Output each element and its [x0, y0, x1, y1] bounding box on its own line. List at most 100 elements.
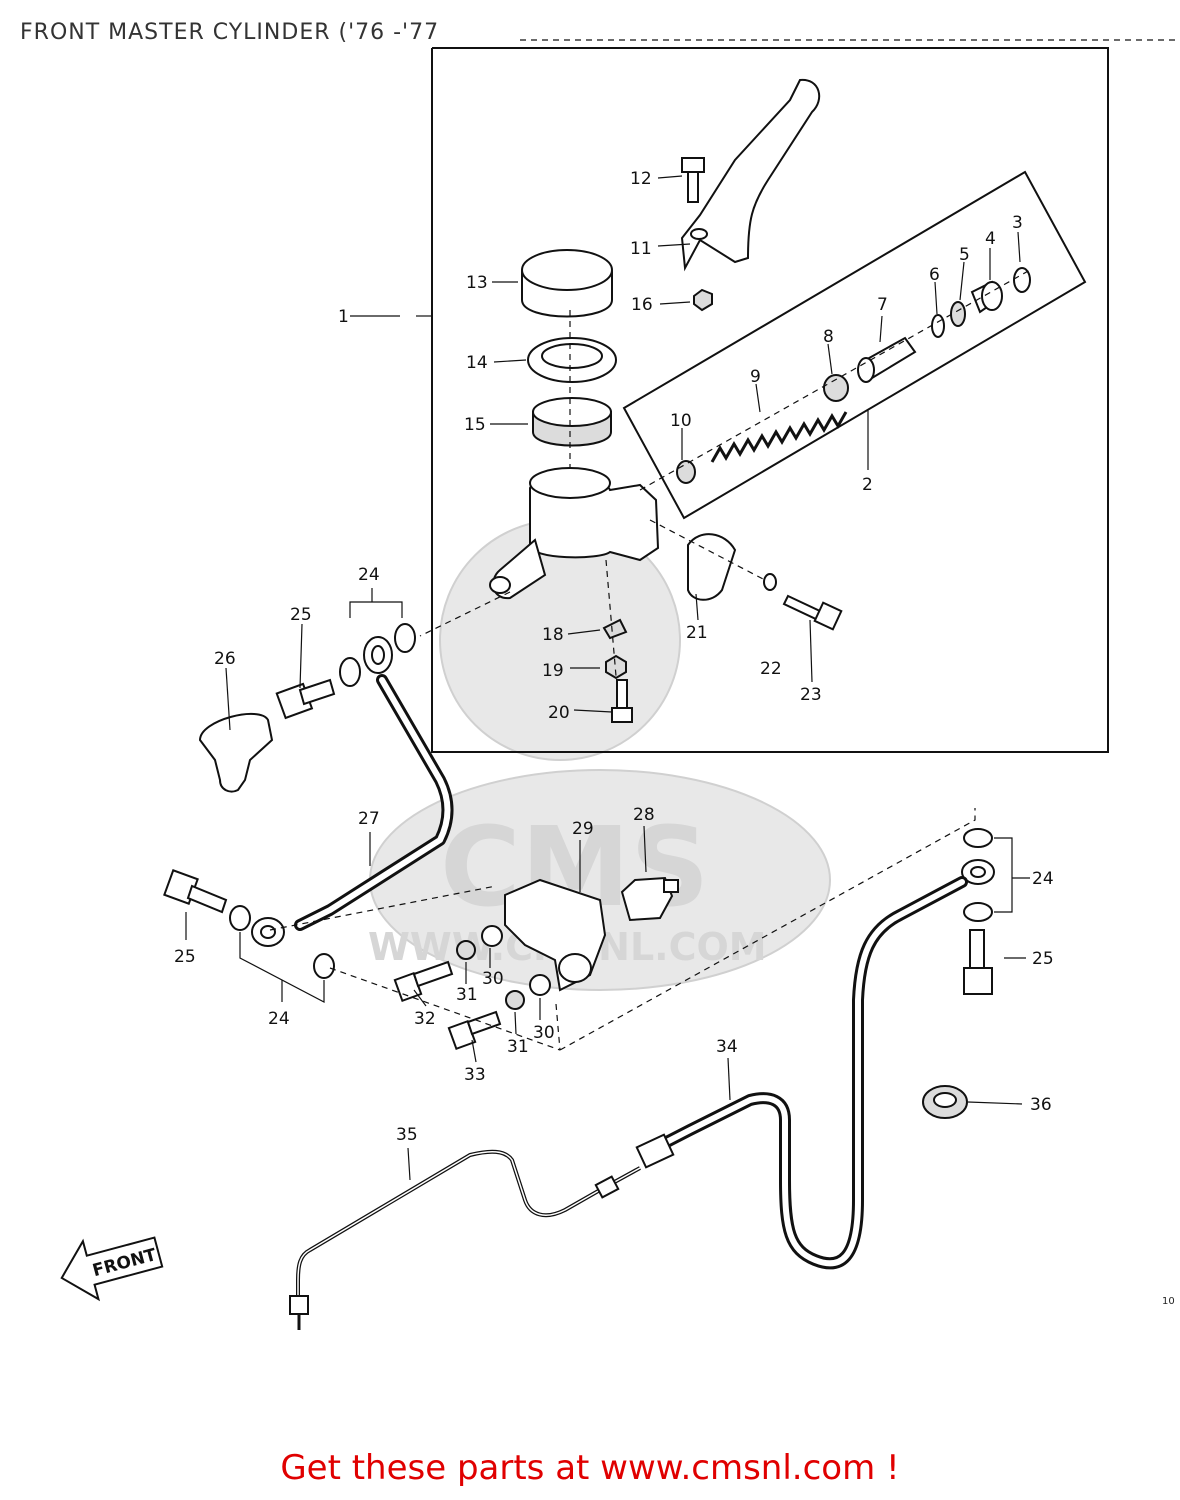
brake-joint-29: [504, 878, 607, 992]
banjo-fitting-upper: [363, 636, 393, 674]
washer-30-a: [481, 925, 503, 947]
pipe-nut-upper: [594, 1175, 620, 1199]
callout-6: 6: [929, 265, 940, 285]
callout-19: 19: [542, 661, 564, 681]
joint-axis-lower: [329, 967, 561, 1051]
brake-pipe-35: [296, 1149, 641, 1305]
callout-36: 36: [1030, 1095, 1052, 1115]
callout-18: 18: [542, 625, 564, 645]
banjo-bolt-25-upper: [275, 678, 336, 720]
parts-diagram: CMS WWW.CMSNL.COM: [60, 39, 1175, 1330]
clamp-washer: [763, 573, 777, 591]
leader-lines: [185, 175, 1030, 1181]
callout-22: 22: [760, 659, 782, 679]
callout-10: 10: [670, 411, 692, 431]
joint-axis-upper: [269, 885, 497, 931]
seal-5: [950, 301, 966, 327]
banjo-axis-upper: [419, 591, 511, 637]
callout-11: 11: [630, 239, 652, 259]
callout-13: 13: [466, 273, 488, 293]
callout-31-a: 31: [456, 985, 478, 1005]
callout-labels: 1 2 3 4 5 6 7 8 9 10 11 12 13 16 14 15 1…: [174, 169, 1054, 1145]
callout-14: 14: [466, 353, 488, 373]
page-title: FRONT MASTER CYLINDER ('76 -'77: [20, 20, 440, 45]
washer-31-b: [505, 990, 525, 1010]
hose-fitting-34: [635, 1133, 675, 1169]
callout-12: 12: [630, 169, 652, 189]
handlebar-clamp: [687, 533, 737, 601]
callout-23: 23: [800, 685, 822, 705]
callout-4: 4: [985, 229, 996, 249]
reservoir-cap: [521, 249, 613, 318]
washer-24-lower-a: [229, 905, 251, 931]
stopper-4: [970, 280, 1003, 314]
callout-8: 8: [823, 327, 834, 347]
callout-25-lower: 25: [174, 947, 196, 967]
callout-34: 34: [716, 1037, 738, 1057]
figure-reference-code: 10: [1162, 1296, 1175, 1307]
valve-10: [676, 460, 696, 484]
lever-nut: [693, 288, 713, 312]
washer-24-right-b: [963, 902, 993, 922]
washer-30-b: [529, 974, 551, 996]
bolt-32: [393, 960, 454, 1003]
callout-15: 15: [464, 415, 486, 435]
nut-19: [605, 654, 627, 680]
callout-31-b: 31: [507, 1037, 529, 1057]
callout-3: 3: [1012, 213, 1023, 233]
hose-axis-right: [559, 808, 976, 1051]
banjo-bolt-25-right: [963, 929, 993, 995]
callout-30-b: 30: [533, 1023, 555, 1043]
banjo-fitting-right: [961, 859, 995, 885]
master-cylinder-body: [489, 467, 660, 600]
assembly-frame-1: [431, 47, 1109, 753]
nut-36: [922, 1085, 968, 1119]
brake-switch-28: [620, 876, 679, 922]
callout-30-a: 30: [482, 969, 504, 989]
cap-plate: [527, 337, 617, 383]
callout-33: 33: [464, 1065, 486, 1085]
banjo-bolt-25-lower-left: [163, 869, 228, 914]
callout-21: 21: [686, 623, 708, 643]
washer-24-upper-b: [339, 657, 361, 687]
cup-6: [931, 314, 945, 338]
callout-2: 2: [862, 475, 873, 495]
spring-9: [710, 411, 848, 463]
brake-lever: [680, 78, 821, 272]
callout-16: 16: [631, 295, 653, 315]
bolt-33: [447, 1010, 502, 1051]
pipe-nut-lower: [289, 1295, 309, 1315]
callout-27: 27: [358, 809, 380, 829]
callout-32: 32: [414, 1009, 436, 1029]
clamp-bolt: [782, 594, 843, 631]
callout-24-lower: 24: [268, 1009, 290, 1029]
cup-8: [823, 374, 849, 402]
washer-24-upper-a: [394, 623, 416, 653]
callout-24-right: 24: [1032, 869, 1054, 889]
callout-35: 35: [396, 1125, 418, 1145]
bleeder-axis: [605, 559, 617, 677]
callout-1: 1: [338, 307, 349, 327]
callout-7: 7: [877, 295, 888, 315]
front-arrow: FRONT: [60, 1236, 164, 1302]
callout-28: 28: [633, 805, 655, 825]
callout-26: 26: [214, 649, 236, 669]
washer-31-a: [456, 940, 476, 960]
callout-25-right: 25: [1032, 949, 1054, 969]
callout-25-upper: 25: [290, 605, 312, 625]
bolt-cap-26: [198, 712, 274, 793]
callout-24-upper: 24: [358, 565, 380, 585]
callout-5: 5: [959, 245, 970, 265]
diaphragm: [532, 397, 612, 447]
washer-24-lower-b: [313, 953, 335, 979]
banjo-fitting-lower: [251, 917, 285, 947]
piston-7: [857, 336, 917, 383]
boot-18: [602, 618, 628, 640]
joint-axis-vertical: [555, 1003, 561, 1051]
bleeder-20: [611, 679, 633, 723]
circlip-3: [1013, 267, 1031, 293]
piston-axis: [639, 269, 1031, 491]
footer-link-text[interactable]: Get these parts at www.cmsnl.com !: [280, 1448, 900, 1488]
callout-20: 20: [548, 703, 570, 723]
callout-9: 9: [750, 367, 761, 387]
